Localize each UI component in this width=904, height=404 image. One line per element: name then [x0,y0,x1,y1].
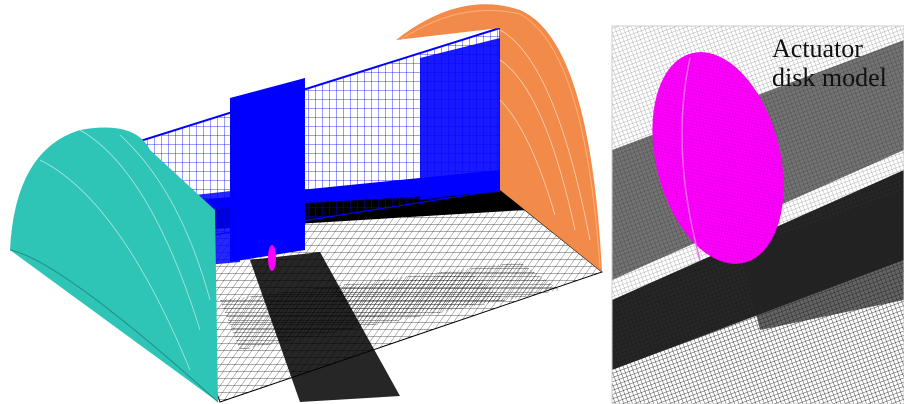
label-line-1: Actuator [772,34,863,63]
domain-view [9,4,604,403]
label-line-2: disk model [772,63,887,92]
actuator-disk-label: Actuator disk model [772,34,904,92]
zoom-frame [611,25,904,404]
inlet-dome [9,127,219,403]
zoom-view [612,26,904,404]
actuator-disk-small [268,245,276,271]
actuator-disk-large [652,52,784,264]
outlet-dome [396,4,602,273]
